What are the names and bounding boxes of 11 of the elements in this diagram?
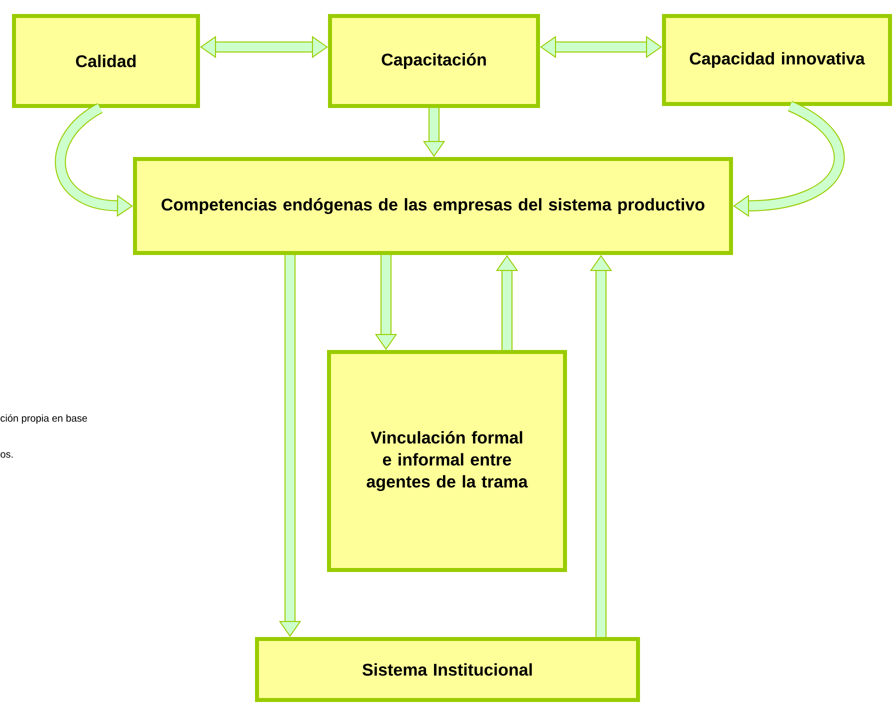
process-box: Sistema Institucional	[255, 637, 640, 702]
process-box: Capacidad innovativa	[662, 14, 892, 106]
process-box: Calidad	[12, 14, 200, 108]
process-box: Vinculación formal e informal entre agentes de la trama	[327, 350, 567, 572]
note-text: ción propia en base	[0, 414, 87, 424]
block-arrow	[200, 36, 328, 58]
block-arrow	[540, 36, 662, 58]
note-text: os.	[0, 452, 13, 458]
block-arrow	[733, 101, 845, 217]
process-box: Capacitación	[328, 14, 540, 108]
process-box: Competencias endógenas de las empresas del sistema productivo	[133, 157, 733, 255]
